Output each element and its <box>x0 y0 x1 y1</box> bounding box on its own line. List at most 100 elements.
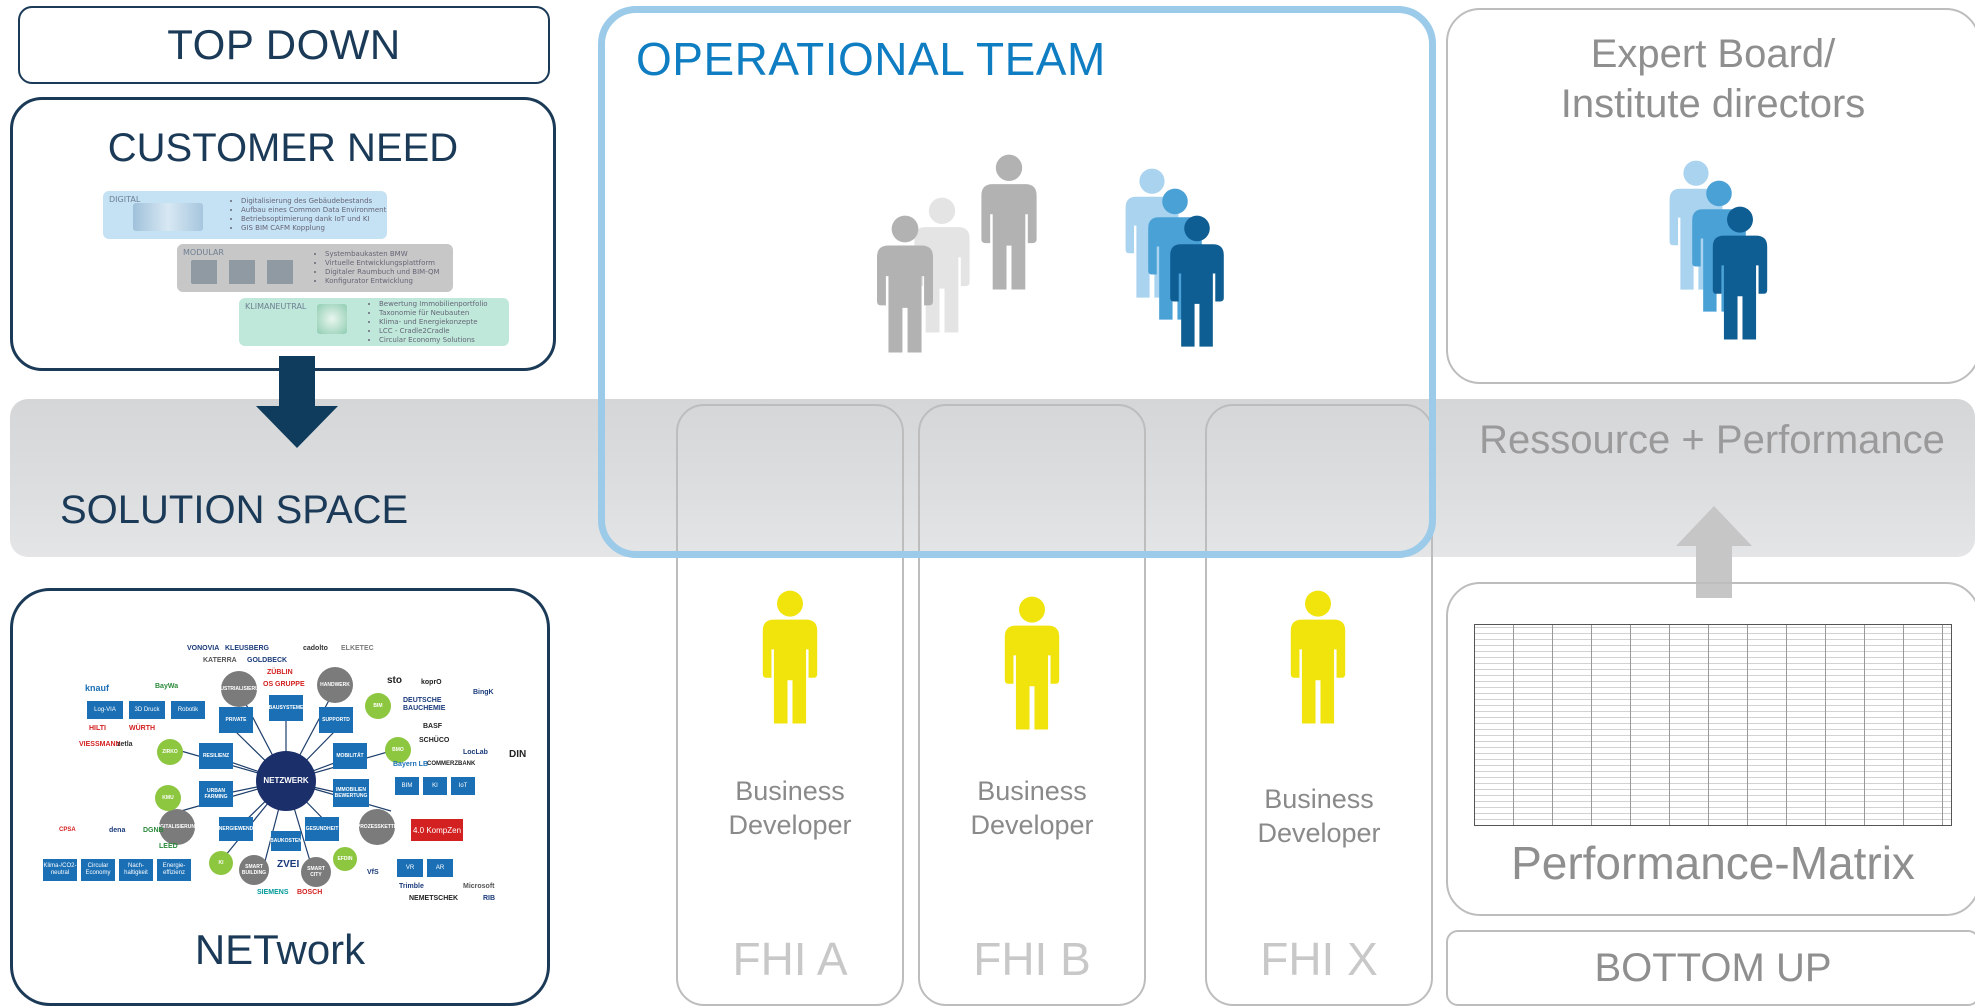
partner-logo: DIN <box>509 749 527 760</box>
list-item: GIS BIM CAFM Kopplung <box>241 224 386 233</box>
role-label: Business <box>735 776 845 806</box>
list-item: Betriebsoptimierung dank IoT und KI <box>241 215 386 224</box>
partner-logo: VIESSMANN <box>79 741 121 748</box>
fhi-label: FHI A <box>732 933 848 985</box>
operational-team-frame <box>598 6 1436 558</box>
expert-board-box: Expert Board/ Institute directors <box>1446 8 1975 384</box>
network-center-node: NETZWERK <box>256 751 316 811</box>
green-node: EFDIN <box>333 847 357 871</box>
green-node: KI <box>209 851 233 875</box>
network-title: NETwork <box>194 926 366 973</box>
partner-logo: HILTI <box>89 725 106 732</box>
partner-logo: BOSCH <box>297 889 323 896</box>
list-item: Konfigurator Entwicklung <box>325 277 440 286</box>
down-arrow-icon <box>256 356 338 448</box>
performance-matrix-box: Performance-Matrix <box>1446 582 1975 916</box>
partner-logo: BingK <box>473 689 494 696</box>
digital-card-list: Digitalisierung des Gebäudebestands Aufb… <box>231 197 386 233</box>
customer-need-box: CUSTOMER NEED DIGITAL Digitalisierung de… <box>10 97 556 371</box>
highlight-tag: 4.0 KompZen <box>411 819 463 841</box>
person-yellow-icon <box>1284 590 1352 726</box>
tag-bottom: Klima-/CO2-neutral <box>43 859 77 881</box>
partner-logo: dena <box>109 827 126 834</box>
list-item: Virtuelle Entwicklungsplattform <box>325 259 440 268</box>
grey-node: INDUSTRIALISIERUNG <box>212 671 266 707</box>
list-item: Aufbau eines Common Data Environment <box>241 206 386 215</box>
digital-card: DIGITAL Digitalisierung des Gebäudebesta… <box>103 191 387 239</box>
partner-logo: Trimble <box>399 883 424 890</box>
modular-card-list: Systembaukasten BMW Virtuelle Entwicklun… <box>315 250 440 286</box>
blue-square: PRIVATE <box>219 707 253 733</box>
blue-square: GESUNDHEIT <box>305 817 339 841</box>
green-node: BIM <box>365 693 391 719</box>
fhi-label: FHI B <box>973 933 1091 985</box>
bottom-up-box: BOTTOM UP <box>1446 930 1975 1006</box>
partner-logo: Bayern LB <box>393 761 429 768</box>
fhi-column: Business Developer FHI X <box>1205 404 1433 1006</box>
tag-top: Robotik <box>171 701 205 719</box>
grey-node: DIGITALISIERUNG <box>155 809 199 845</box>
expert-board-line2: Institute directors <box>1560 82 1866 126</box>
partner-logo: Microsoft <box>463 883 495 890</box>
list-item: Digitaler Raumbuch und BIM-QM <box>325 268 440 277</box>
ressource-performance-label: Ressource + Performance <box>1479 418 1945 462</box>
person-dark-blue-icon <box>1165 215 1229 349</box>
tag-bottom: Nach-haltigkeit <box>119 859 153 881</box>
klimaneutral-card-list: Bewertung Immobilienportfolio Taxonomie … <box>369 300 488 345</box>
bottom-up-label: BOTTOM UP <box>1594 945 1832 990</box>
role-label: Business <box>1264 784 1374 814</box>
green-node: BMO <box>385 737 411 763</box>
operational-team-title: OPERATIONAL TEAM <box>636 33 1106 85</box>
person-grey-icon <box>976 154 1042 292</box>
expert-board-line1: Expert Board/ <box>1590 32 1836 76</box>
list-item: Bewertung Immobilienportfolio <box>379 300 488 309</box>
tag-top: 3D Druck <box>129 701 165 719</box>
role-label: Developer <box>970 810 1094 840</box>
tag-bottom: Energie-effizienz <box>157 859 191 881</box>
top-down-box: TOP DOWN <box>18 6 550 84</box>
blue-square: BAUKOSTEN <box>270 831 302 851</box>
modular-card-image <box>191 260 301 284</box>
partner-logo: KATERRA <box>203 657 237 664</box>
tag-bottom: Circular Economy <box>81 859 115 881</box>
partner-logo: VfS <box>367 869 379 876</box>
fhi-column: Business Developer FHI A <box>676 404 904 1006</box>
tag-right: BIM <box>395 777 419 795</box>
klimaneutral-card-title: KLIMANEUTRAL <box>245 302 307 311</box>
performance-matrix-label: Performance-Matrix <box>1511 837 1915 889</box>
network-box: NETZWERK INDUSTRIALISIERUNG HANDWERK DIG… <box>10 588 550 1006</box>
partner-logo: ELKETEC <box>341 645 374 652</box>
partner-logo: OS GRUPPE <box>263 681 305 688</box>
partner-logo: BayWa <box>155 683 179 690</box>
grey-node: HANDWERK <box>317 667 353 703</box>
network-graphic: NETZWERK INDUSTRIALISIERUNG HANDWERK DIG… <box>13 591 553 911</box>
klimaneutral-card-image <box>317 304 347 334</box>
partner-logo: KLEUSBERG <box>225 645 269 652</box>
partner-logo: WÜRTH <box>129 725 156 732</box>
partner-logo: RIB <box>483 895 496 902</box>
tag-right: AR <box>427 859 453 877</box>
partner-logo: SCHÜCO <box>419 737 450 744</box>
modular-card: MODULAR Systembaukasten BMW Virtuelle En… <box>177 244 453 292</box>
green-node: ZIRKO <box>157 739 183 765</box>
list-item: Taxonomie für Neubauten <box>379 309 488 318</box>
partner-logo: DEUTSCHE BAUCHEMIE <box>403 697 446 712</box>
person-yellow-icon <box>756 590 824 726</box>
role-label: Business <box>977 776 1087 806</box>
partner-logo: cadolto <box>303 645 328 652</box>
list-item: Systembaukasten BMW <box>325 250 440 259</box>
partner-logo: LEED <box>159 843 178 850</box>
solution-space-band <box>10 399 1975 557</box>
blue-square: BAUSYSTEME <box>269 695 303 721</box>
person-dark-blue-icon <box>1708 206 1772 342</box>
tag-top: Log-VIA <box>87 701 123 719</box>
blue-square: SUPPORTD <box>319 707 353 733</box>
blue-square: MOBILITÄT <box>333 743 367 769</box>
grey-node: PROZESSKETTE <box>357 809 397 845</box>
partner-logo: ZVEI <box>277 859 300 870</box>
role-label: Developer <box>728 810 852 840</box>
grey-node: SMART CITY <box>301 857 331 887</box>
partner-logo: GOLDBECK <box>247 657 288 664</box>
modular-card-title: MODULAR <box>183 248 224 257</box>
partner-logo: DGNB <box>143 827 164 834</box>
